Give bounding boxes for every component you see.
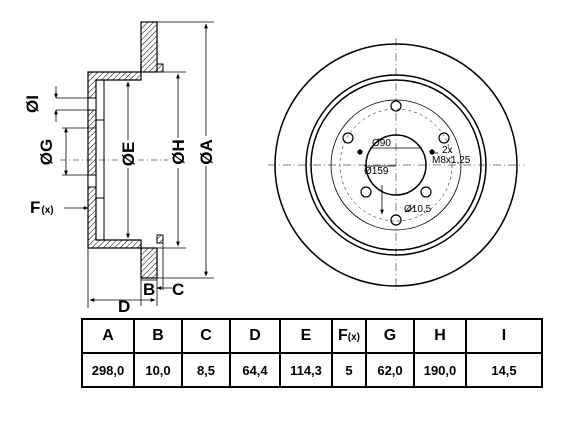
header-i: I xyxy=(465,318,543,354)
header-c: C xyxy=(181,318,231,354)
header-b: B xyxy=(133,318,183,354)
value-d: 64,4 xyxy=(229,352,281,388)
dim-label-e: ØE xyxy=(119,142,138,167)
bolt-hole-3 xyxy=(438,132,450,144)
thread-hole-right xyxy=(429,149,435,155)
thread-spec-label: M8x1,25 xyxy=(432,155,471,166)
thread-hole-left xyxy=(357,149,363,155)
header-g: G xyxy=(365,318,415,354)
header-e: E xyxy=(279,318,333,354)
table-header-row: A B C D E F(x) G H I xyxy=(81,318,543,354)
thread-count-label: 2x xyxy=(442,145,453,156)
spec-table: A B C D E F(x) G H I 298,0 10,0 8,5 64,4… xyxy=(81,318,543,388)
header-a: A xyxy=(81,318,135,354)
value-i: 14,5 xyxy=(465,352,543,388)
dim-label-a: ØA xyxy=(197,139,216,165)
hole-diameter-label: Ø10,5 xyxy=(404,204,432,215)
front-view: Ø90 Ø159 2x M8x1,25 Ø10,5 xyxy=(268,38,524,292)
bolt-hole-5 xyxy=(420,186,432,198)
dim-label-g: ØG xyxy=(37,139,56,165)
value-a: 298,0 xyxy=(81,352,135,388)
value-g: 62,0 xyxy=(365,352,415,388)
center-bore-label: Ø90 xyxy=(372,138,391,149)
friction-ring-top xyxy=(140,21,158,73)
bolt-hole-4 xyxy=(360,186,372,198)
header-f: F(x) xyxy=(331,318,367,354)
dim-label-b: B xyxy=(143,280,155,299)
value-h: 190,0 xyxy=(413,352,467,388)
dim-label-h: ØH xyxy=(169,139,188,165)
hat-rim-top xyxy=(156,63,164,73)
hat-rim-bottom xyxy=(156,234,164,244)
table-row: 298,0 10,0 8,5 64,4 114,3 5 62,0 190,0 1… xyxy=(81,352,543,388)
bolt-hole-6 xyxy=(390,214,402,226)
pcd-label: Ø159 xyxy=(364,166,389,177)
dim-label-d: D xyxy=(118,297,130,316)
header-d: D xyxy=(229,318,281,354)
side-section-view: ØI ØG ØE ØH ØA F(x) B C xyxy=(23,21,216,316)
value-b: 10,0 xyxy=(133,352,183,388)
dim-label-i: ØI xyxy=(23,95,42,113)
value-f: 5 xyxy=(331,352,367,388)
friction-ring-bottom xyxy=(140,247,158,279)
value-c: 8,5 xyxy=(181,352,231,388)
dim-label-f: F(x) xyxy=(30,198,54,217)
header-h: H xyxy=(413,318,467,354)
bolt-hole-1 xyxy=(390,100,402,112)
value-e: 114,3 xyxy=(279,352,333,388)
bolt-hole-2 xyxy=(342,132,354,144)
hat-section xyxy=(87,64,142,249)
dim-label-c: C xyxy=(172,280,184,299)
